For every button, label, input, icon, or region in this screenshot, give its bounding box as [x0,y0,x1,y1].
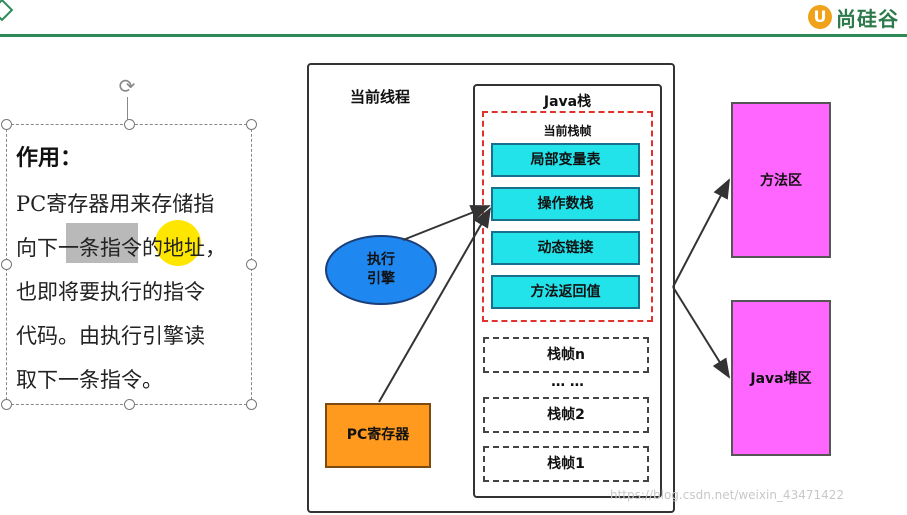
rotate-handle-line [127,97,128,123]
java-stack-label: Java栈 [543,94,592,110]
resize-handle-br[interactable] [246,399,257,410]
resize-handle-tc[interactable] [124,119,135,130]
resize-handle-bl[interactable] [1,399,12,410]
java-heap-label: Java堆区 [750,371,812,387]
brand-logo: U 尚硅谷 [808,3,899,31]
current-frame-label: 当前栈帧 [543,124,592,138]
execution-engine-label-1: 执行 [367,252,395,268]
text-box-selection[interactable] [1,119,257,410]
stack-frame-n: 栈帧n [483,337,649,373]
text-line-1: PC寄存器用来存储指 [16,192,215,216]
stack-to-method-area-arrow [672,178,730,288]
logo-text: 尚硅谷 [836,6,899,31]
operand-stack-box: 操作数栈 [491,187,640,221]
stack-to-heap-arrow [672,286,731,379]
execution-engine-label-2: 引擎 [367,271,395,287]
java-heap-box: Java堆区 [731,300,831,456]
return-address-box: 方法返回值 [491,275,640,309]
header-divider [0,34,907,37]
resize-handle-mr[interactable] [246,259,257,270]
watermark-url: https://blog.csdn.net/weixin_43471422 [610,488,845,502]
method-area-box: 方法区 [731,102,831,258]
text-heading: 作用： [16,146,83,171]
text-line-4: 代码。由执行引擎读 [16,324,205,348]
frames-ellipsis: … … [551,374,584,390]
resize-handle-tl[interactable] [1,119,12,130]
dynamic-linking-box: 动态链接 [491,231,640,265]
stack-frame-2: 栈帧2 [483,397,649,433]
local-variables-box: 局部变量表 [491,143,640,177]
text-line-3: 也即将要执行的指令 [16,280,205,304]
text-line-2: 向下一条指令的地址， [16,236,226,260]
execution-engine-ellipse: 执行 引擎 [325,235,437,305]
method-area-label: 方法区 [760,173,802,189]
logo-mark-icon: U [808,5,832,29]
current-thread-label: 当前线程 [350,88,411,106]
rotate-handle-icon[interactable]: ⟳ [118,74,136,98]
text-line-5: 取下一条指令。 [16,368,163,392]
resize-handle-bc[interactable] [124,399,135,410]
cursor-highlight [155,220,201,266]
stack-frame-1: 栈帧1 [483,446,649,482]
pc-to-operand-arrow [378,207,491,403]
pc-register-box: PC寄存器 [325,403,431,468]
java-stack-box [473,84,662,498]
text-selection-highlight [66,223,138,263]
resize-handle-ml[interactable] [1,259,12,270]
resize-handle-tr[interactable] [246,119,257,130]
